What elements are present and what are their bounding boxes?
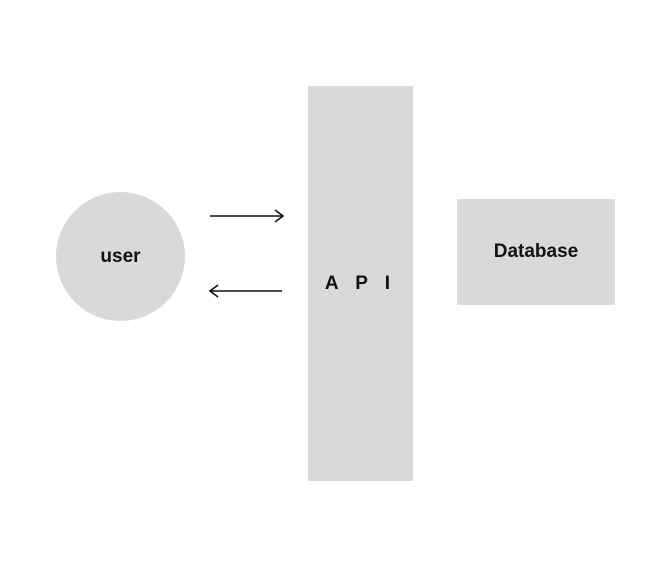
api-node: A P I xyxy=(308,86,413,481)
arrow-left-icon xyxy=(208,284,282,298)
arrow-right-icon xyxy=(210,209,285,223)
database-node: Database xyxy=(457,199,615,305)
user-label: user xyxy=(100,245,141,267)
database-label: Database xyxy=(493,241,579,262)
user-node: user xyxy=(56,192,185,321)
api-label: A P I xyxy=(324,272,397,294)
